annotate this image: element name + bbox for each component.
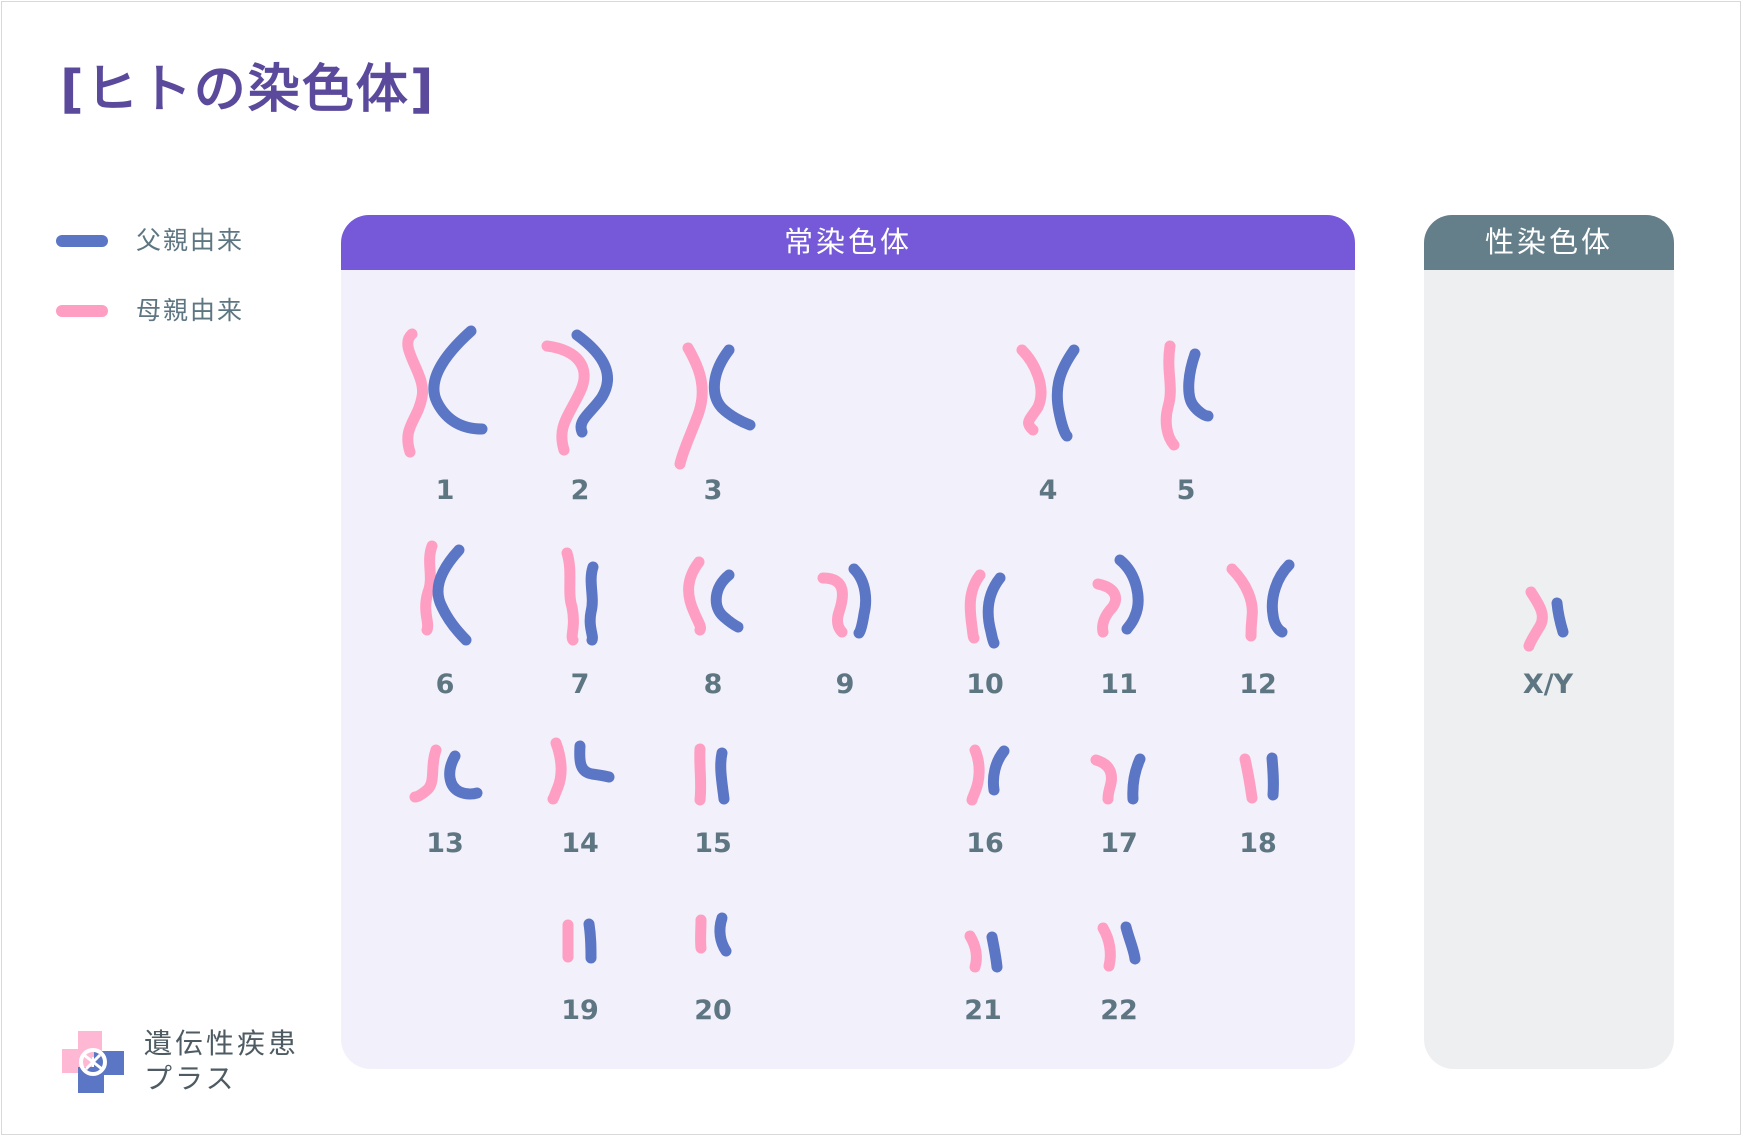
chromosome-14-maternal — [553, 743, 561, 799]
chromosome-18-paternal — [1272, 758, 1273, 795]
chromosome-4-paternal — [1057, 350, 1074, 436]
chromosome-19-paternal — [589, 924, 591, 958]
chromosome-3-maternal — [680, 348, 702, 464]
chromosome-3-label: 3 — [704, 475, 723, 506]
chromosome-13-label: 13 — [426, 828, 464, 859]
chromosome-5-maternal — [1166, 346, 1174, 445]
chromosome-17-paternal — [1133, 759, 1140, 799]
chromosome-11-paternal — [1120, 560, 1138, 629]
chromosome-4 — [1022, 350, 1074, 436]
chromosome-15 — [700, 749, 724, 800]
chromosome-17 — [1096, 759, 1140, 799]
chromosome-21-label: 21 — [964, 995, 1002, 1026]
chromosome-21-maternal — [970, 936, 976, 967]
chromosome-9-paternal — [854, 569, 866, 633]
chromosome-6 — [426, 546, 466, 640]
chromosome-12-label: 12 — [1239, 669, 1277, 700]
chromosome-8-paternal — [716, 575, 738, 627]
chromosome-3 — [680, 348, 750, 464]
chromosome-6-maternal — [426, 546, 432, 630]
chromosome-12-maternal — [1232, 569, 1252, 636]
chromosome-10 — [970, 575, 1000, 643]
chromosome-7-maternal — [567, 553, 573, 640]
chromosome-20-label: 20 — [694, 995, 732, 1026]
chromosome-11-maternal — [1098, 584, 1116, 632]
chromosome-y-paternal — [1557, 603, 1563, 632]
chromosome-15-paternal — [721, 753, 724, 799]
chromosome-7-label: 7 — [571, 669, 590, 700]
chromosome-13-maternal — [415, 750, 436, 797]
chromosome-18-label: 18 — [1239, 828, 1277, 859]
chromosome-11 — [1098, 560, 1138, 632]
chromosome-4-maternal — [1022, 350, 1041, 430]
chromosome-21-paternal — [992, 937, 997, 967]
chromosome-12 — [1232, 565, 1289, 636]
dna-cross-icon — [60, 1029, 126, 1095]
chromosome-22-label: 22 — [1100, 995, 1138, 1026]
chromosome-14-paternal — [580, 746, 609, 777]
chromosome-1-label: 1 — [436, 475, 455, 506]
chromosome-19 — [568, 924, 591, 958]
chromosome-20 — [701, 918, 726, 951]
chromosome-16-maternal — [972, 750, 979, 800]
chromosome-8 — [689, 562, 738, 630]
chromosome-10-paternal — [988, 578, 1000, 643]
chromosome-17-label: 17 — [1100, 828, 1138, 859]
brand-logo: 遺伝性疾患 プラス — [60, 1027, 320, 1097]
logo-text-line1: 遺伝性疾患 — [144, 1027, 299, 1061]
chromosome-8-maternal — [689, 562, 701, 630]
chromosome-5-label: 5 — [1177, 475, 1196, 506]
chromosome-16-paternal — [993, 751, 1004, 790]
chromosome-4-label: 4 — [1039, 475, 1058, 506]
chromosome-18-maternal — [1245, 759, 1252, 798]
chromosome-21 — [970, 936, 997, 967]
chromosome-13-paternal — [450, 756, 477, 794]
chromosome-22 — [1103, 927, 1135, 966]
chromosome-1-paternal — [434, 331, 482, 429]
chromosome-16-label: 16 — [966, 828, 1004, 859]
chromosome-10-label: 10 — [966, 669, 1004, 700]
chromosome-7-paternal — [590, 567, 593, 640]
chromosome-9-label: 9 — [836, 669, 855, 700]
chromosome-9-maternal — [823, 578, 842, 632]
chromosome-11-label: 11 — [1100, 669, 1138, 700]
chromosome-7 — [567, 553, 593, 640]
chromosome-9 — [823, 569, 866, 633]
chromosome-20-paternal — [720, 918, 726, 951]
chromosome-14-label: 14 — [561, 828, 599, 859]
chromosome-1-maternal — [408, 334, 423, 452]
chromosome-10-maternal — [970, 575, 980, 638]
chromosome-22-maternal — [1103, 928, 1110, 966]
chromosome-2-label: 2 — [571, 475, 590, 506]
chromosome-6-label: 6 — [436, 669, 455, 700]
chromosome-8-label: 8 — [704, 669, 723, 700]
chromosome-x-maternal — [1529, 592, 1542, 646]
chromosome-15-maternal — [700, 749, 701, 800]
chromosome-12-paternal — [1272, 565, 1289, 632]
chromosome-xy-label: X/Y — [1523, 669, 1574, 700]
chromosome-14 — [553, 743, 609, 799]
chromosome-3-paternal — [714, 350, 750, 425]
chromosome-13 — [415, 750, 477, 797]
chromosome-18 — [1245, 758, 1273, 798]
chromosome-22-paternal — [1126, 927, 1135, 959]
chromosome-15-label: 15 — [694, 828, 732, 859]
chromosome-xy — [1529, 592, 1563, 646]
chromosome-1 — [408, 331, 482, 452]
chromosome-5 — [1166, 346, 1208, 445]
chromosome-6-paternal — [438, 550, 466, 640]
logo-text-line2: プラス — [144, 1062, 236, 1096]
chromosome-16 — [972, 750, 1004, 800]
chromosome-5-paternal — [1189, 354, 1208, 416]
chromosome-19-label: 19 — [561, 995, 599, 1026]
chromosome-2 — [547, 335, 608, 450]
chromosome-17-maternal — [1096, 760, 1111, 799]
